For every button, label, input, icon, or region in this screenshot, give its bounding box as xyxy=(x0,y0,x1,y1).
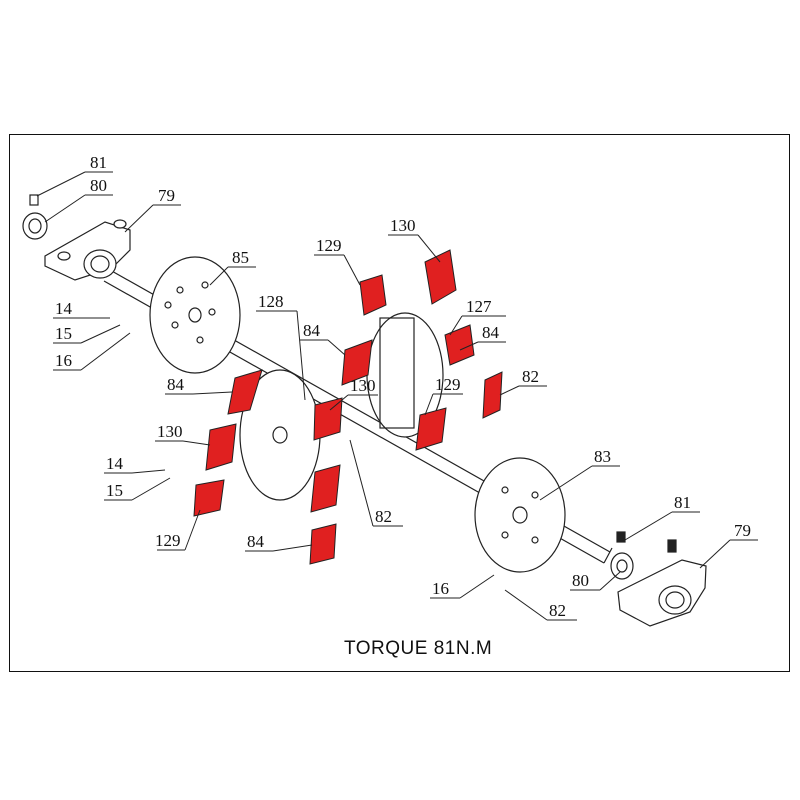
label-83: 83 xyxy=(594,447,611,466)
blade-parts xyxy=(193,249,503,565)
bearing-housing-left xyxy=(44,219,131,281)
label-15-bottom: 15 xyxy=(106,481,123,500)
label-80-top: 80 xyxy=(90,176,107,195)
blade-84-c xyxy=(310,464,341,513)
blade-130-mid xyxy=(313,397,343,441)
label-130-left: 130 xyxy=(157,422,183,441)
label-128: 128 xyxy=(258,292,284,311)
disc-83 xyxy=(474,457,566,573)
label-79-top: 79 xyxy=(158,186,175,205)
callout-labels: 81 80 79 85 14 15 16 128 129 130 127 84 … xyxy=(55,153,751,620)
label-16-bottom: 16 xyxy=(432,579,449,598)
label-129-mid: 129 xyxy=(435,375,461,394)
disc-middle-right xyxy=(366,312,444,438)
blade-130-top xyxy=(424,249,457,305)
label-82-right: 82 xyxy=(522,367,539,386)
label-130-top: 130 xyxy=(390,216,416,235)
label-129-top: 129 xyxy=(316,236,342,255)
blade-130-left xyxy=(205,423,237,471)
label-82-bottom: 82 xyxy=(549,601,566,620)
blade-84-b xyxy=(227,369,263,415)
label-16-top: 16 xyxy=(55,351,72,370)
collar-left xyxy=(22,194,48,240)
label-127: 127 xyxy=(466,297,492,316)
label-14-top: 14 xyxy=(55,299,73,318)
blade-127 xyxy=(444,324,475,366)
blade-129-top xyxy=(359,274,387,316)
label-84-left: 84 xyxy=(167,375,185,394)
label-85: 85 xyxy=(232,248,249,267)
label-14-bottom: 14 xyxy=(106,454,124,473)
collar-right xyxy=(610,531,677,580)
label-84-bottom: 84 xyxy=(247,532,265,551)
blade-129-mid xyxy=(415,407,447,451)
label-81-top: 81 xyxy=(90,153,107,172)
torque-caption: TORQUE 81N.M xyxy=(344,638,493,659)
label-81-bottom: 81 xyxy=(674,493,691,512)
blade-82-r xyxy=(482,371,503,419)
bearing-housing-right xyxy=(617,559,707,627)
blade-84-a xyxy=(341,339,373,386)
label-84-right: 84 xyxy=(482,323,500,342)
label-130-mid: 130 xyxy=(350,376,376,395)
label-15-top: 15 xyxy=(55,324,72,343)
leader-lines xyxy=(36,171,758,621)
label-82-mid: 82 xyxy=(375,507,392,526)
label-79-bottom: 79 xyxy=(734,521,751,540)
label-84-mid: 84 xyxy=(303,321,321,340)
diagram-frame xyxy=(9,134,790,672)
label-80-bottom: 80 xyxy=(572,571,589,590)
blade-84-d xyxy=(309,523,337,565)
label-129-bottom: 129 xyxy=(155,531,181,550)
blade-129-left xyxy=(193,479,225,517)
disc-85 xyxy=(149,256,241,374)
